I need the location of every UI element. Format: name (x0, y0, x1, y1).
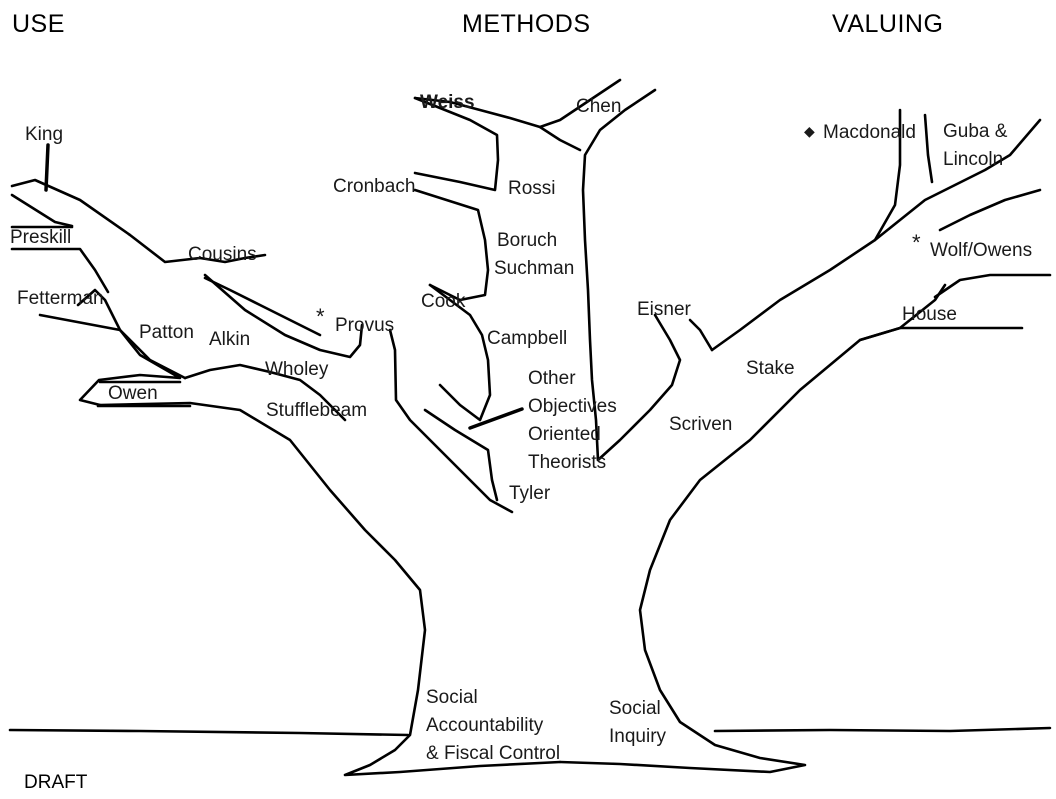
other-line-3: Oriented (528, 424, 601, 445)
label-chen: Chen (576, 96, 622, 117)
other-line-4: Theorists (528, 452, 607, 473)
patton-branch (118, 328, 187, 380)
label-cronbach: Cronbach (333, 176, 416, 197)
label-suchman: Suchman (494, 258, 575, 279)
use-header: USE (12, 10, 65, 38)
label-cook: Cook (421, 291, 466, 312)
label-owen: Owen (108, 383, 158, 404)
asterisk-provus-marker: * (316, 304, 325, 329)
preskill-branch (10, 225, 110, 294)
methods-header: METHODS (462, 10, 591, 38)
methods-tyler-branch (423, 408, 499, 502)
label-house: House (902, 304, 957, 325)
label-rossi: Rossi (508, 178, 556, 199)
guba-branch (923, 113, 934, 184)
label-guba-lincoln: Guba & Lincoln (943, 118, 1007, 174)
label-cousins: Cousins (188, 244, 257, 265)
label-other-objectives-oriented-theorists: Other Objectives Oriented Theorists (528, 365, 617, 477)
accountability-line-1: Social (426, 687, 478, 708)
label-wholey: Wholey (265, 359, 329, 380)
valuing-eisner-branch (596, 313, 682, 462)
label-boruch: Boruch (497, 230, 558, 251)
label-stake: Stake (746, 358, 795, 379)
label-scriven: Scriven (669, 414, 733, 435)
guba-line-1: Guba & (943, 121, 1008, 142)
label-macdonald: Macdonald (823, 122, 916, 143)
methods-cronbach-branch (413, 96, 500, 192)
trunk-right-edge (558, 326, 1024, 774)
label-wolf-owens: Wolf/Owens (930, 240, 1033, 261)
owen-line (96, 380, 192, 408)
methods-cook-branch (413, 188, 490, 302)
valuing-header: VALUING (832, 10, 944, 38)
provus-branch (203, 276, 322, 337)
other-objectives-pointer (468, 407, 524, 430)
inquiry-line-2: Inquiry (609, 726, 667, 747)
valuing-main-limb (710, 108, 902, 352)
label-stufflebeam: Stufflebeam (266, 400, 368, 421)
label-patton: Patton (139, 322, 194, 343)
methods-objectives-branch (428, 283, 492, 422)
label-provus: Provus (335, 315, 395, 336)
label-social-inquiry: Social Inquiry (609, 695, 666, 751)
accountability-line-2: Accountability (426, 715, 544, 736)
inquiry-line-1: Social (609, 698, 661, 719)
fetterman-branch (76, 288, 122, 332)
king-stem (44, 143, 50, 192)
trunk-left-edge (98, 401, 562, 777)
methods-weiss-branch (413, 78, 622, 129)
label-alkin: Alkin (209, 329, 251, 350)
other-line-1: Other (528, 368, 576, 389)
label-king: King (25, 124, 64, 145)
accountability-line-3: & Fiscal Control (426, 743, 561, 764)
wholey-branch (203, 273, 364, 359)
house-branch (858, 283, 947, 342)
stake-branch (688, 318, 714, 352)
label-campbell: Campbell (487, 328, 568, 349)
label-tyler: Tyler (509, 483, 551, 504)
alkin-branch (183, 363, 347, 422)
methods-trunk-left (388, 328, 514, 514)
label-eisner: Eisner (637, 299, 691, 320)
king-branch (10, 193, 74, 228)
methods-trunk-right (581, 88, 657, 462)
asterisk-wolf-owens-marker: * (912, 230, 921, 255)
ground-line (8, 726, 1052, 737)
diamond-macdonald-marker: ◆ (804, 123, 815, 139)
label-social-accountability-fiscal-control: Social Accountability & Fiscal Control (426, 684, 560, 768)
use-limb-upper (10, 178, 267, 264)
label-preskill: Preskill (10, 227, 72, 248)
label-fetterman: Fetterman (17, 288, 104, 309)
draft-label: DRAFT (24, 772, 88, 793)
wolf-owens-branch (933, 188, 1052, 299)
other-line-2: Objectives (528, 396, 617, 417)
label-weiss: Weiss (420, 92, 475, 113)
valuing-upper-branch (873, 118, 1042, 242)
guba-line-2: Lincoln (943, 149, 1004, 170)
methods-stem-left (538, 125, 582, 152)
